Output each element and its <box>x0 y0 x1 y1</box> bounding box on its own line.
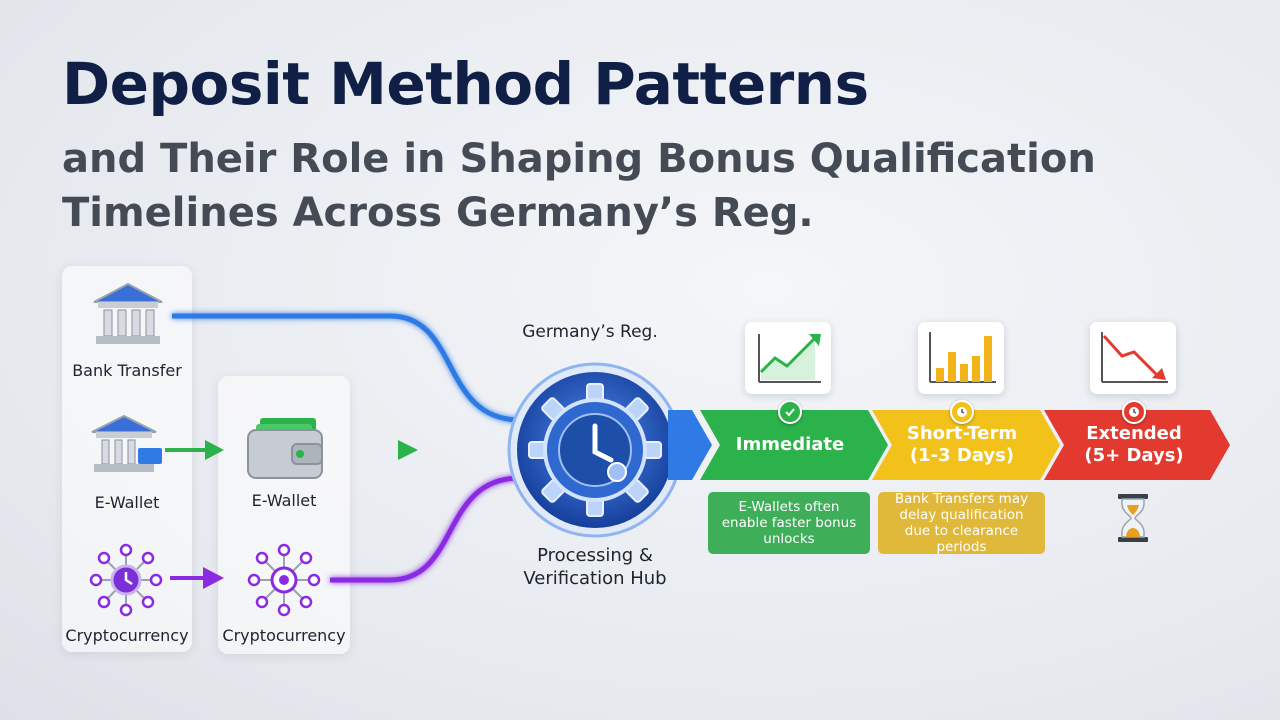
stage-label-short-term: Short-Term (1-3 Days) <box>892 410 1032 480</box>
stage-extended-line2: (5+ Days) <box>1084 445 1184 466</box>
hourglass-icon <box>1118 494 1148 542</box>
hub-title: Germany’s Reg. <box>522 322 658 342</box>
stage-immediate-line1: Immediate <box>735 434 845 455</box>
timeline-stages <box>700 410 1230 480</box>
hub-caption-line1: Processing & <box>537 545 653 566</box>
source-label-e-wallet: E-Wallet <box>94 493 160 512</box>
stage-short-term-line2: (1-3 Days) <box>909 445 1015 466</box>
note-e-wallets: E-Wallets often enable faster bonus unlo… <box>708 492 870 554</box>
trend-chip-short-term <box>918 322 1004 394</box>
stage-arrow-extended <box>1044 410 1230 480</box>
wallet-icon <box>247 418 323 479</box>
crypto-network-icon <box>89 543 163 617</box>
source-label-cryptocurrency-secondary: Cryptocurrency <box>222 626 346 645</box>
source-label-e-wallet-secondary: E-Wallet <box>251 491 317 510</box>
crypto-network-icon <box>247 543 321 617</box>
purple-arrow-a <box>203 567 224 589</box>
source-label-bank-transfer: Bank Transfer <box>72 361 182 380</box>
blue-flow-line <box>172 313 521 423</box>
hub-caption-line2: Verification Hub <box>523 568 667 589</box>
stage-label-extended: Extended (5+ Days) <box>1064 410 1204 480</box>
gear-clock-icon <box>507 362 683 538</box>
green-arrow-b <box>398 440 418 460</box>
bar-chart-icon <box>929 332 996 383</box>
stage-short-term-line1: Short-Term <box>906 423 1018 444</box>
stage-arrow-immediate <box>700 410 888 480</box>
source-label-cryptocurrency: Cryptocurrency <box>65 626 189 645</box>
rising-line-chart-icon <box>758 334 821 383</box>
bank-icon <box>93 282 163 344</box>
hub-caption: Processing & Verification Hub <box>480 544 710 590</box>
page-subtitle: and Their Role in Shaping Bonus Qualific… <box>62 136 1096 236</box>
note-bank-transfers: Bank Transfers may delay qualification d… <box>878 491 1045 555</box>
bank-wallet-icon <box>91 414 162 472</box>
clock-icon <box>1122 400 1146 424</box>
falling-line-chart-icon <box>1101 332 1168 383</box>
purple-flow-line-b <box>330 475 521 583</box>
stage-label-immediate: Immediate <box>722 410 858 480</box>
check-icon <box>778 400 802 424</box>
trend-chip-extended <box>1090 322 1176 394</box>
stage-arrow-short-term <box>872 410 1060 480</box>
clock-icon <box>950 400 974 424</box>
page-title: Deposit Method Patterns <box>62 50 869 118</box>
green-arrow-a <box>205 440 224 460</box>
trend-chip-immediate <box>745 322 831 394</box>
hub-output-arrow <box>668 410 712 480</box>
stage-extended-line1: Extended <box>1086 423 1182 444</box>
